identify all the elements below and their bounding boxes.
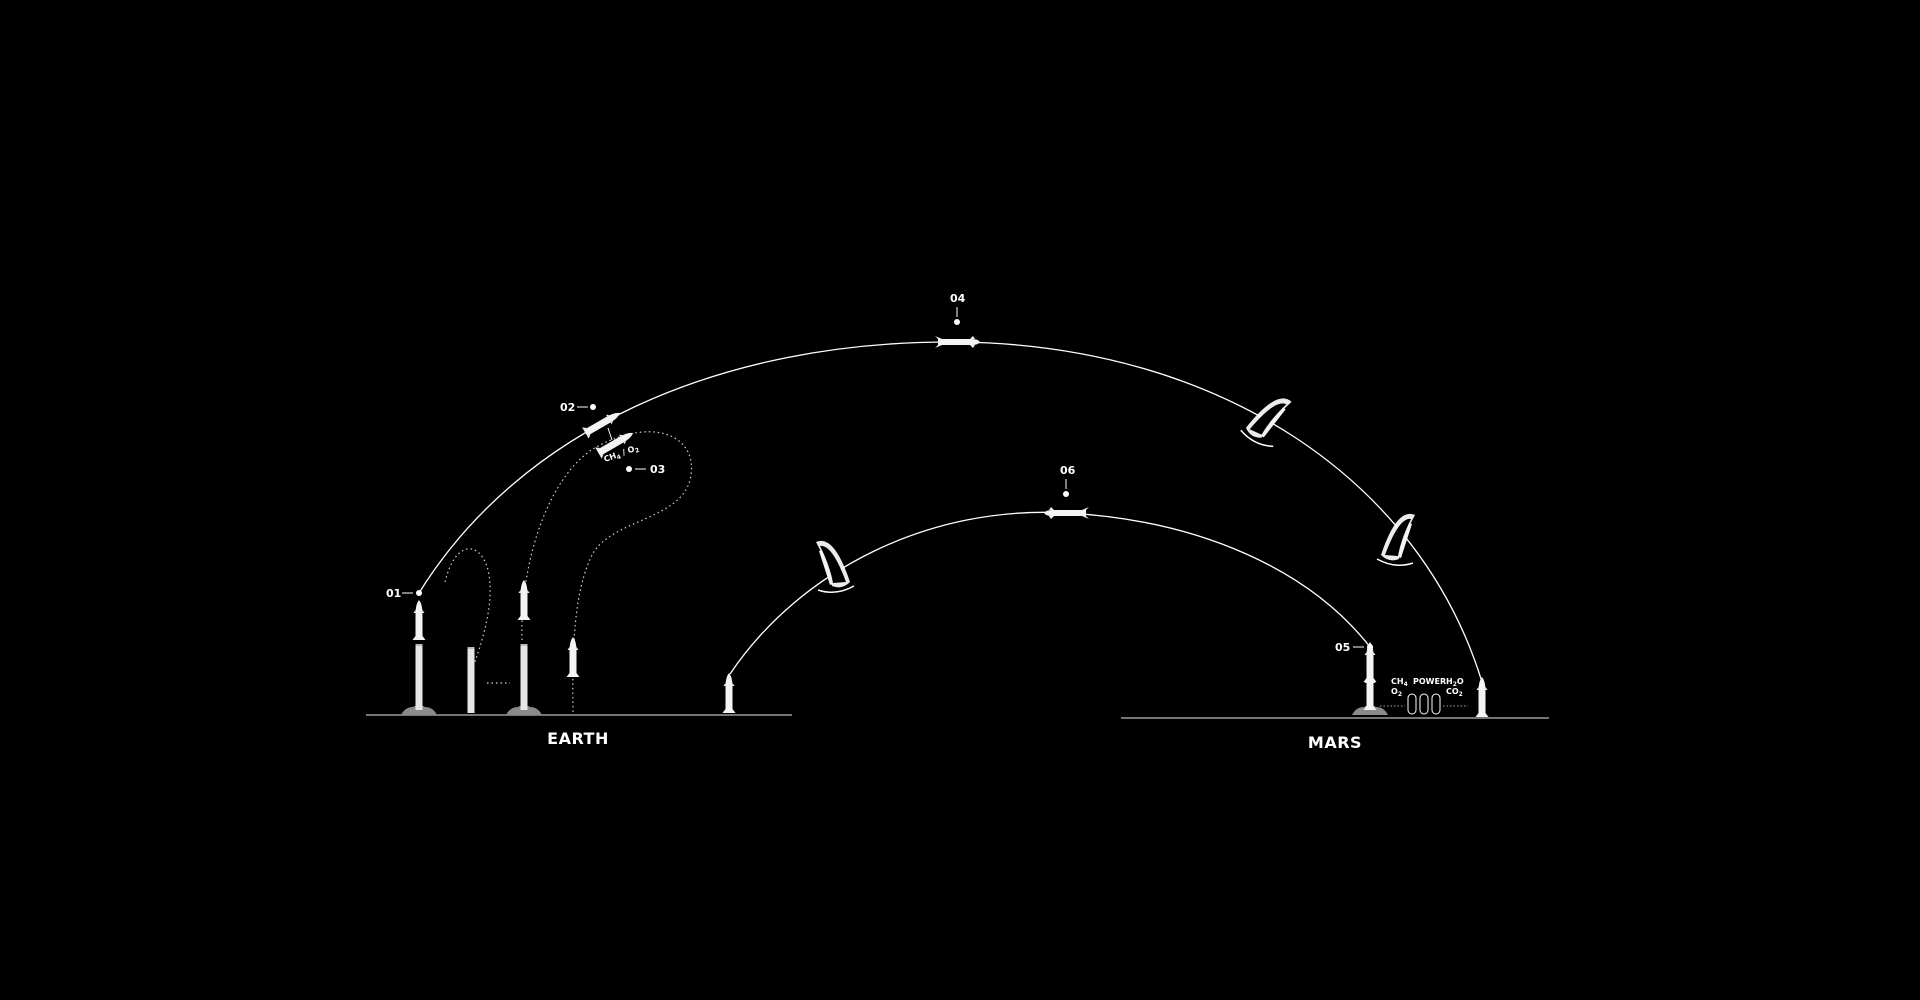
cruise-ship-outbound bbox=[935, 336, 980, 348]
mars-co2-label: CO2 bbox=[1446, 687, 1463, 698]
step-02-marker: 02 bbox=[560, 401, 596, 414]
earth-landed-ship bbox=[722, 673, 736, 713]
earth-to-mars-trajectory bbox=[418, 341, 1483, 683]
cruise-ship-return bbox=[1044, 507, 1089, 519]
tanker-stack bbox=[506, 580, 542, 715]
propellant-transfer-label: CH4 / O2 bbox=[603, 443, 641, 466]
tanker-returning bbox=[566, 637, 580, 677]
mars-h2o-label: H2O bbox=[1446, 677, 1464, 688]
mars-label: MARS bbox=[1308, 733, 1362, 752]
step-04-label: 04 bbox=[950, 292, 966, 305]
step-05-marker: 05 bbox=[1335, 641, 1373, 654]
mars-o2-label: O2 bbox=[1391, 687, 1402, 698]
mars-entry-ship-2 bbox=[1376, 513, 1416, 566]
orbital-refueling bbox=[582, 407, 637, 459]
step-02-label: 02 bbox=[560, 401, 575, 414]
returned-booster bbox=[467, 647, 475, 713]
step-01-marker: 01 bbox=[386, 587, 422, 600]
launch-stack-01 bbox=[401, 600, 437, 715]
step-04-marker: 04 bbox=[950, 292, 966, 325]
mars-departing-ship bbox=[1475, 677, 1489, 717]
step-05-label: 05 bbox=[1335, 641, 1350, 654]
step-01-label: 01 bbox=[386, 587, 401, 600]
step-06-label: 06 bbox=[1060, 464, 1076, 477]
tanker-return-path bbox=[521, 431, 693, 713]
mars-to-earth-trajectory bbox=[729, 511, 1371, 675]
earth-entry-ship bbox=[815, 540, 855, 593]
mars-base-labels: CH4 O2 POWER H2O CO2 bbox=[1391, 677, 1464, 698]
step-06-marker: 06 bbox=[1060, 464, 1076, 497]
step-03-marker: 03 bbox=[626, 463, 665, 476]
mars-propellant-plant bbox=[1380, 693, 1468, 715]
earth-label: EARTH bbox=[547, 729, 609, 748]
mars-ch4-label: CH4 bbox=[1391, 677, 1408, 688]
mars-power-label: POWER bbox=[1413, 677, 1446, 686]
step-03-label: 03 bbox=[650, 463, 665, 476]
mars-landed-ship-05 bbox=[1352, 642, 1388, 715]
mars-entry-ship-1 bbox=[1237, 387, 1293, 450]
